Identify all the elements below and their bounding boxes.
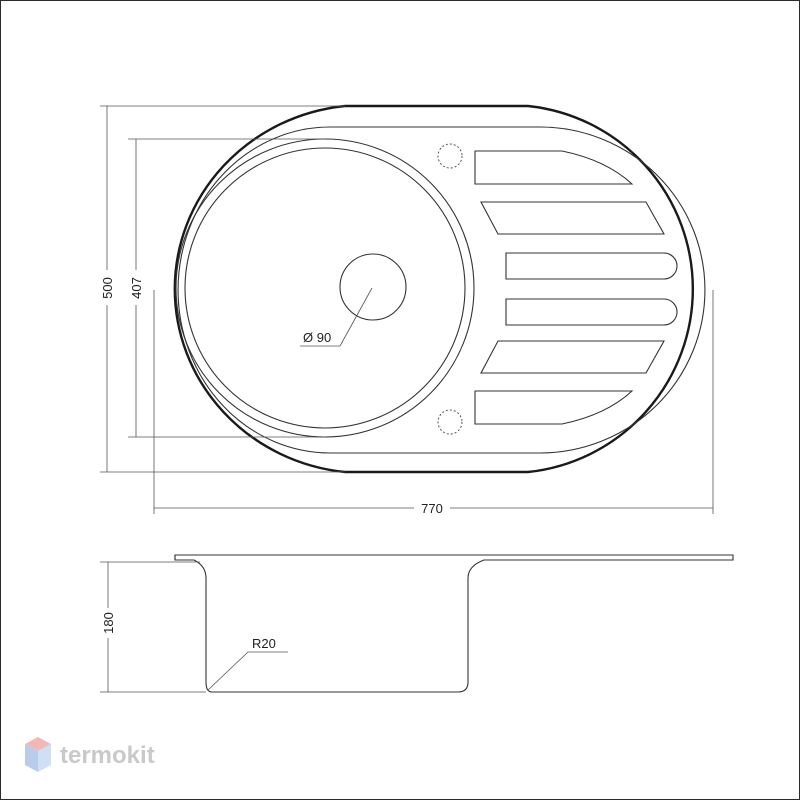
drainer-rib-4 [505,298,678,326]
dimension-height-500: 500 [100,105,345,473]
radius-label: R20 [252,636,276,651]
bowl-outer-circle [175,138,475,438]
tap-hole-bottom [437,409,463,435]
drain-circle [339,253,407,321]
bowl-inner-circle [184,147,466,429]
drain-diameter-callout: Ø 90 [300,287,373,347]
sink-inner-rim [177,126,706,454]
dimension-label-770: 770 [421,501,443,516]
drainer-rib-6 [474,390,634,425]
tap-hole-top [437,143,463,169]
dimension-label-500: 500 [100,277,115,299]
drainer-rib-1 [474,150,634,185]
radius-callout: R20 [207,636,288,691]
sink-outer-rim [173,104,695,474]
dimension-label-180: 180 [101,612,116,634]
sink-side-view [174,554,734,693]
drainer-rib-5 [480,340,665,374]
drainer-rib-2 [480,201,665,235]
dimension-depth-180: 180 [100,561,206,693]
cube-icon [25,737,51,772]
dimension-width-770: 770 [153,290,714,516]
brand-name: termokit [60,742,155,769]
sink-top-view [173,104,706,474]
drainer-rib-3 [505,252,678,280]
dimension-bowl-407: 407 [128,138,325,438]
dimension-label-407: 407 [129,277,144,299]
drain-diameter-label: Ø 90 [303,330,331,345]
brand-logo: termokit [25,737,155,772]
side-profile-outline [174,554,734,693]
